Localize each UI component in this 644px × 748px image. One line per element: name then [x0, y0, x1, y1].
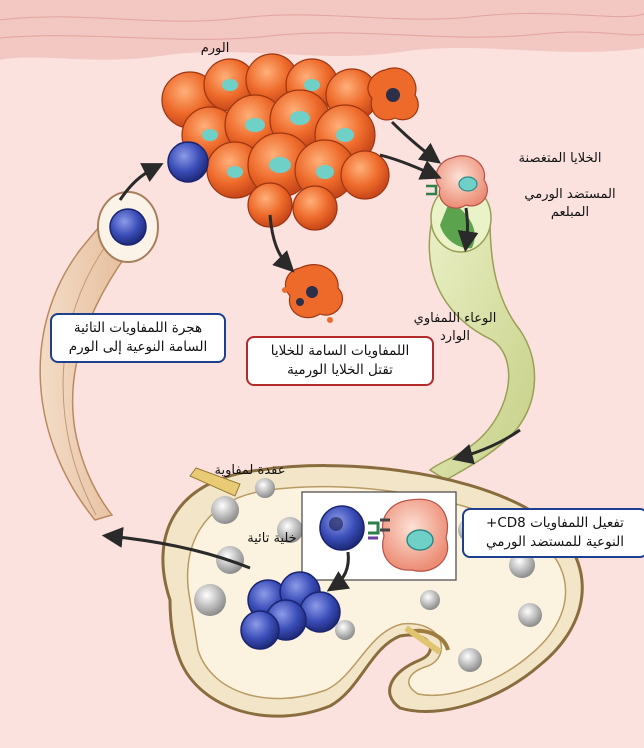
process-arrows — [101, 120, 521, 592]
dendritic-cell-tissue — [426, 155, 488, 209]
label-afferent-lymph: الوعاء اللمفاوي الوارد — [413, 311, 497, 344]
activation-inset — [301, 491, 457, 581]
box-tumor-killing: اللمفاويات السامة للخلايا تقتل الخلايا ا… — [246, 336, 434, 386]
t-cell-clones — [240, 571, 341, 650]
dying-tumor-cell — [282, 264, 344, 323]
label-engulfed-antigen: المستضد الورمي المبلعم — [524, 187, 616, 220]
label-naive-cell: خلية تائية — [247, 531, 297, 546]
box-t-cell-migration: هجرة اللمفاويات التائية السامة النوعية إ… — [50, 313, 226, 363]
label-tumor: الورم — [200, 41, 230, 56]
effector-t-cell — [109, 141, 209, 246]
label-dendritic-cells: الخلايا المتغصنة — [518, 151, 602, 166]
label-lymph-node: عقدة لمفاوية — [214, 463, 286, 478]
tumor-mass — [161, 53, 390, 231]
box-cd8-activation: تفعيل اللمفاويات ‎+CD8 النوعية للمستضد ا… — [462, 508, 644, 558]
dying-tumor-cell-top — [367, 67, 419, 121]
